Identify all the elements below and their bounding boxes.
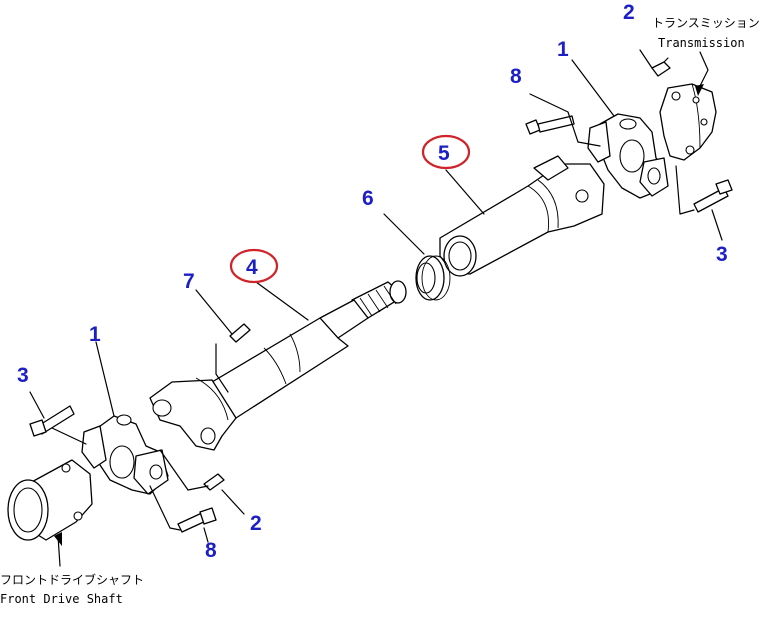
callout-center-fitting: 7	[183, 270, 195, 293]
callout-tr-8: 8	[510, 65, 522, 88]
callout-sleeve-yoke: 5	[438, 142, 450, 165]
front-drive-shaft-label-jp: フロントドライブシャフト	[0, 572, 144, 587]
tr-grease-fitting	[651, 57, 671, 77]
fl-leader-3	[29, 391, 45, 419]
fl-bolt-leader-b	[149, 485, 181, 531]
leader-7b	[215, 343, 229, 393]
callout-fl-2: 2	[250, 512, 262, 535]
highlight-ring-5	[421, 134, 471, 170]
leader-6	[383, 213, 425, 255]
callout-seal: 6	[362, 187, 374, 210]
front-drive-shaft-label-en: Front Drive Shaft	[0, 592, 123, 606]
callout-fl-1: 1	[89, 323, 101, 346]
transmission-label-jp: トランスミッション	[652, 16, 760, 30]
tube-shaft	[149, 280, 407, 451]
callout-tube-shaft: 4	[246, 256, 258, 279]
leader-5	[445, 169, 485, 215]
callout-fl-3: 3	[17, 364, 29, 387]
tr-bolt-long	[693, 179, 733, 213]
seal-ring	[415, 255, 451, 301]
tr-leader-1	[571, 59, 615, 117]
tr-bolt-leader	[675, 165, 695, 215]
highlight-ring-4	[229, 248, 279, 284]
center-grease-fitting	[229, 323, 251, 343]
front-spider	[81, 414, 169, 495]
callout-fl-8: 8	[205, 539, 217, 562]
sleeve-yoke	[439, 155, 605, 277]
fl-leader-2	[221, 489, 245, 515]
fl-bolt-long	[29, 405, 75, 437]
transmission-arrow-head	[695, 84, 704, 96]
callout-tr-2: 2	[623, 1, 635, 24]
transmission-label-en: Transmission	[658, 36, 745, 50]
fl-bolt-leader	[51, 427, 87, 445]
tr-bolt-short	[525, 115, 575, 135]
callout-tr-3: 3	[716, 243, 728, 266]
tr-leader-2	[639, 49, 653, 69]
callout-tr-1: 1	[557, 38, 569, 61]
leader-7	[195, 289, 233, 335]
fl-leader-8	[203, 527, 209, 543]
fl-bolt-short	[177, 507, 217, 533]
fl-grease-fitting	[203, 473, 225, 491]
leader-4	[255, 281, 309, 321]
fl-fitting-leader	[159, 449, 209, 491]
front-drive-flange	[7, 459, 93, 541]
tr-leader-8	[529, 93, 601, 147]
transmission-spider	[587, 113, 669, 199]
transmission-flange	[659, 83, 717, 161]
front-arrow-head	[54, 532, 62, 546]
transmission-arrow-line	[699, 51, 709, 87]
fl-leader-1	[95, 341, 115, 417]
tr-leader-3	[711, 209, 723, 241]
